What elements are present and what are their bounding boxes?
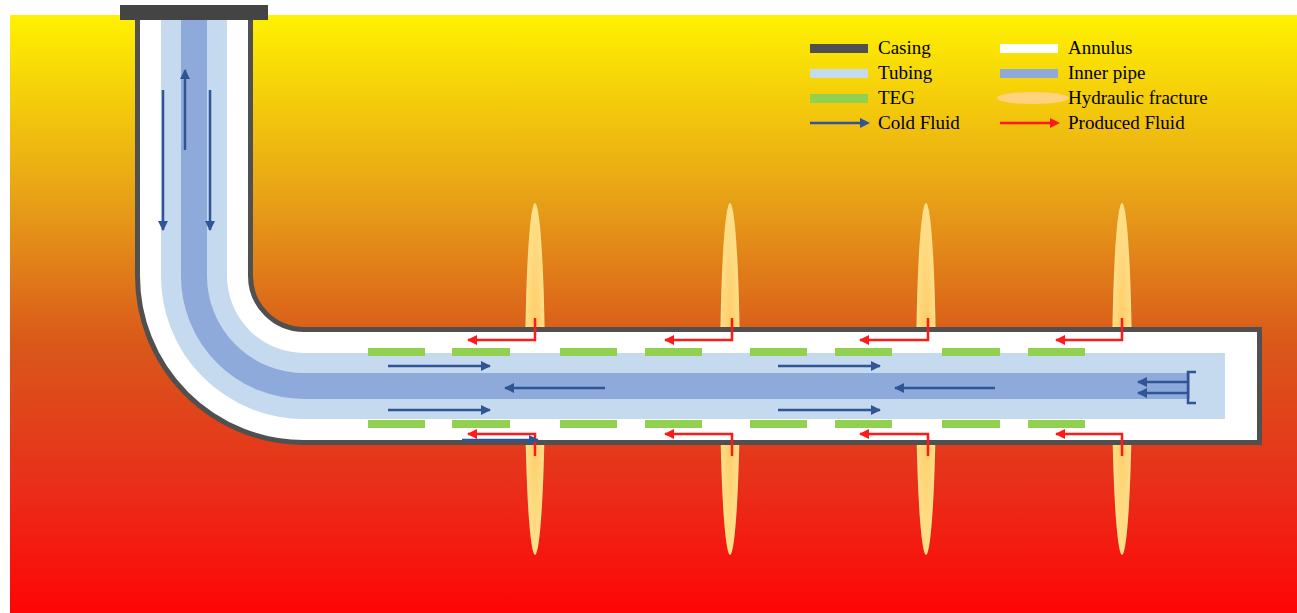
legend-row: Inner pipe: [1000, 61, 1260, 85]
cold-fluid-arrows: [163, 70, 1196, 440]
legend-swatch: [1000, 44, 1058, 53]
legend-swatch: [1000, 69, 1058, 78]
legend-label: Annulus: [1068, 36, 1132, 60]
teg-modules: [368, 348, 1085, 428]
legend-label: Casing: [878, 36, 931, 60]
legend-arrow-sample: [810, 111, 872, 135]
legend-label: Cold Fluid: [878, 111, 960, 135]
well-head: [120, 5, 268, 20]
legend-swatch: [997, 92, 1069, 104]
legend-swatch: [810, 94, 868, 103]
legend-label: Hydraulic fracture: [1068, 86, 1208, 110]
legend-label: Inner pipe: [1068, 61, 1146, 85]
produced-fluid-arrows: [468, 318, 1122, 456]
well-bore: [194, 18, 1262, 386]
legend-arrow-sample: [1000, 111, 1062, 135]
rock-ground: [10, 15, 1297, 613]
legend-label: Tubing: [878, 61, 932, 85]
legend-row: Hydraulic fracture: [1000, 86, 1260, 110]
legend-row: Produced Fluid: [1000, 111, 1260, 135]
legend-label: Produced Fluid: [1068, 111, 1185, 135]
legend-label: TEG: [878, 86, 915, 110]
legend-swatch: [810, 44, 868, 53]
legend-row: Annulus: [1000, 36, 1260, 60]
legend-swatch: [810, 69, 868, 78]
